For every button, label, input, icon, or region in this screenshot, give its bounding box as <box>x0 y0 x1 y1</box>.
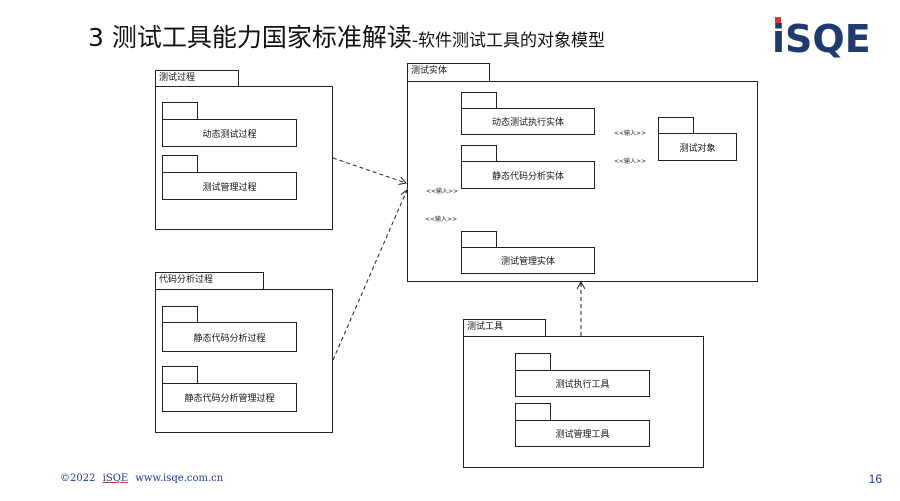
isqe-logo: iSQE <box>772 17 871 60</box>
slide-title: 3 测试工具能力国家标准解读-软件测试工具的对象模型 <box>88 18 605 54</box>
class-tab-test-management-process <box>162 155 198 173</box>
package-tab-test-process: 测试过程 <box>155 70 239 87</box>
class-tab-static-code-analysis-mgmt-process <box>162 366 198 384</box>
page-number: 16 <box>868 472 882 486</box>
package-test-tools <box>463 336 704 468</box>
class-dynamic-exec-entity: 动态测试执行实体 <box>461 108 595 135</box>
class-label-static-code-analysis-mgmt-process: 静态代码分析管理过程 <box>184 394 275 404</box>
class-label-static-analysis-entity: 静态代码分析实体 <box>491 171 564 182</box>
relation-label-input-3: <<输入>> <box>426 188 459 195</box>
class-test-exec-tool: 测试执行工具 <box>515 370 650 397</box>
class-label-dynamic-exec-entity: 动态测试执行实体 <box>491 118 564 128</box>
class-tab-test-exec-tool <box>515 353 551 371</box>
class-tab-static-code-analysis-process <box>162 306 198 323</box>
class-static-code-analysis-mgmt-process: 静态代码分析管理过程 <box>162 383 297 412</box>
class-test-management-process: 测试管理过程 <box>162 172 297 200</box>
dependency-test-process-to-entity <box>332 157 406 183</box>
class-label-dynamic-test-process: 动态测试过程 <box>202 129 257 140</box>
footer-copyright: ©2022 <box>60 473 96 484</box>
class-label-test-object: 测试对象 <box>679 143 716 154</box>
class-test-mgmt-tool: 测试管理工具 <box>515 420 650 447</box>
slide-title-sub: -软件测试工具的对象模型 <box>411 31 605 51</box>
class-test-mgmt-entity: 测试管理实体 <box>461 247 595 274</box>
logo-dot <box>775 17 781 23</box>
package-tab-test-entity: 测试实体 <box>407 63 490 82</box>
class-tab-static-analysis-entity <box>461 145 497 162</box>
footer: ©2022 iSQE www.isqe.com.cn <box>60 473 227 484</box>
footer-brand: iSQE <box>102 473 129 484</box>
class-static-code-analysis-process: 静态代码分析过程 <box>162 322 297 352</box>
class-tab-test-mgmt-entity <box>461 231 497 248</box>
package-tab-test-tools: 测试工具 <box>463 319 546 337</box>
class-tab-test-mgmt-tool <box>515 403 551 421</box>
class-label-test-mgmt-entity: 测试管理实体 <box>500 257 555 267</box>
footer-url[interactable]: www.isqe.com.cn <box>135 473 224 484</box>
dependency-code-analysis-to-entity <box>332 190 407 361</box>
class-test-object: 测试对象 <box>658 133 737 161</box>
class-label-test-exec-tool: 测试执行工具 <box>555 380 610 390</box>
class-label-static-code-analysis-process: 静态代码分析过程 <box>193 333 266 344</box>
relation-label-input-2: <<输入>> <box>614 158 647 165</box>
class-label-test-management-process: 测试管理过程 <box>202 182 257 193</box>
package-tab-code-analysis-process: 代码分析过程 <box>155 272 264 290</box>
package-name-test-process: 测试过程 <box>159 73 196 83</box>
logo-text: iSQE <box>772 17 871 60</box>
class-tab-dynamic-test-process <box>162 102 198 120</box>
class-tab-test-object <box>658 117 694 134</box>
slide-title-main: 3 测试工具能力国家标准解读 <box>88 23 412 52</box>
class-tab-dynamic-exec-entity <box>461 92 497 109</box>
relation-label-input-4: <<输入>> <box>425 216 458 223</box>
package-name-code-analysis-process: 代码分析过程 <box>159 275 214 285</box>
package-name-test-tools: 测试工具 <box>467 322 504 332</box>
class-label-test-mgmt-tool: 测试管理工具 <box>555 430 610 440</box>
class-static-analysis-entity: 静态代码分析实体 <box>461 161 595 189</box>
package-name-test-entity: 测试实体 <box>411 66 448 76</box>
class-dynamic-test-process: 动态测试过程 <box>162 119 297 147</box>
relation-label-input-1: <<输入>> <box>614 130 647 137</box>
